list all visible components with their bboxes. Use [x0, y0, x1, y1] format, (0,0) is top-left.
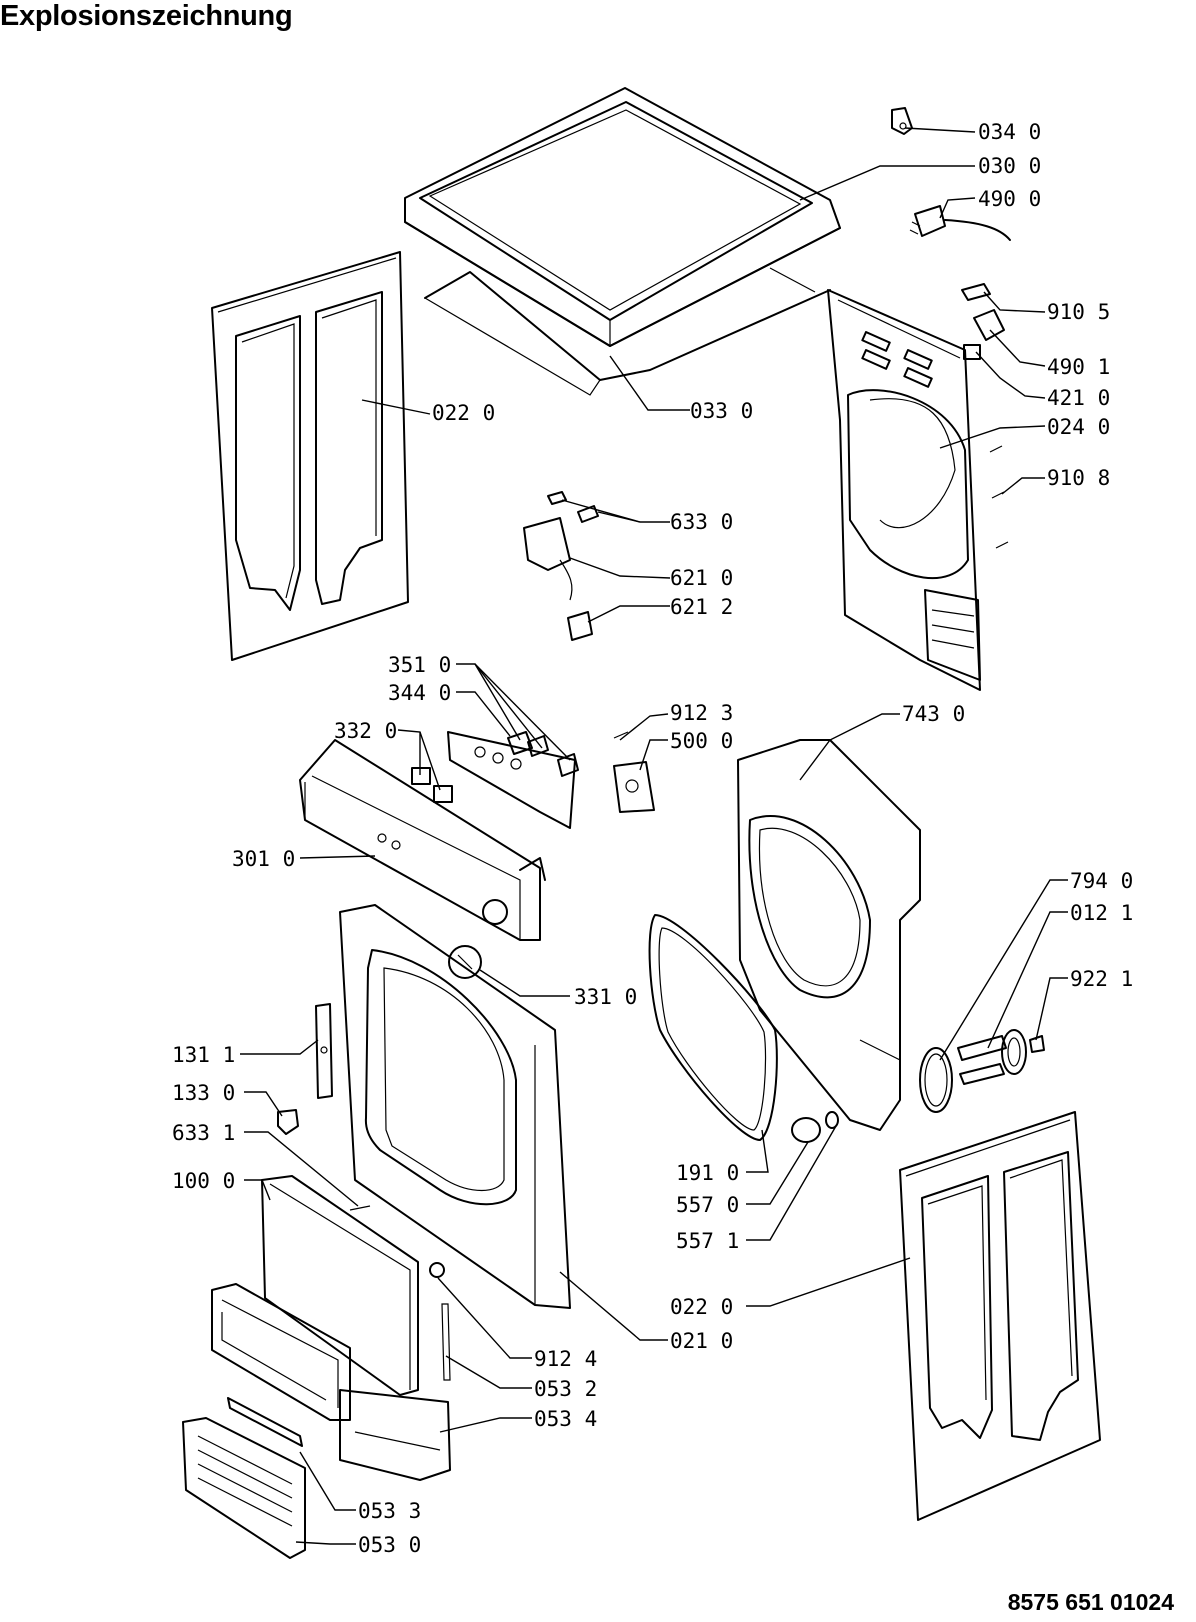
label-0210: 021 0: [670, 1329, 733, 1353]
label-4900: 490 0: [978, 187, 1041, 211]
wiring-parts: [523, 491, 599, 641]
top-cover: [404, 87, 841, 347]
label-0532: 053 2: [534, 1377, 597, 1401]
label-0530: 053 0: [358, 1533, 421, 1557]
label-0534: 053 4: [534, 1407, 597, 1431]
small-parts-top-right: [891, 107, 1011, 549]
buttons: [411, 767, 453, 803]
label-7430: 743 0: [902, 702, 965, 726]
label-1000: 100 0: [172, 1169, 235, 1193]
label-0240: 024 0: [1047, 415, 1110, 439]
label-0220-left: 022 0: [432, 401, 495, 425]
drum-housing: [737, 739, 921, 1131]
control-board: [447, 731, 579, 829]
label-0330: 033 0: [690, 399, 753, 423]
label-1311: 131 1: [172, 1043, 235, 1067]
label-3440: 344 0: [388, 681, 451, 705]
label-5571: 557 1: [676, 1229, 739, 1253]
label-3510: 351 0: [388, 653, 451, 677]
label-3010: 301 0: [232, 847, 295, 871]
door-lock-parts: [277, 1003, 371, 1211]
label-4901: 490 1: [1047, 355, 1110, 379]
label-3320: 332 0: [334, 719, 397, 743]
label-0220-right: 022 0: [670, 1295, 733, 1319]
label-6212: 621 2: [670, 595, 733, 619]
rear-panel: [827, 289, 981, 691]
label-1910: 191 0: [676, 1161, 739, 1185]
label-0533: 053 3: [358, 1499, 421, 1523]
label-6331: 633 1: [172, 1121, 235, 1145]
label-9108: 910 8: [1047, 466, 1110, 490]
label-6330: 633 0: [670, 510, 733, 534]
label-9105: 910 5: [1047, 300, 1110, 324]
label-9123: 912 3: [670, 701, 733, 725]
label-0300: 030 0: [978, 154, 1041, 178]
feet-parts: [791, 1111, 839, 1143]
label-3310: 331 0: [574, 985, 637, 1009]
right-side-panel: [899, 1111, 1101, 1521]
page-title: Explosionszeichnung: [0, 0, 293, 32]
part-labels: 034 0 030 0 490 0 910 5 490 1 421 0 024 …: [172, 120, 1133, 1557]
plinth-parts: [182, 1262, 451, 1559]
door-seal: [648, 914, 778, 1141]
bearing-parts: [919, 1029, 1045, 1113]
label-6210: 621 0: [670, 566, 733, 590]
left-side-panel: [211, 251, 409, 661]
label-0121: 012 1: [1070, 901, 1133, 925]
leader-lines: [240, 127, 1068, 1545]
label-9221: 922 1: [1070, 967, 1133, 991]
top-frame: [424, 267, 831, 396]
front-panel: [339, 904, 571, 1309]
label-5000: 500 0: [670, 729, 733, 753]
label-7940: 794 0: [1070, 869, 1133, 893]
control-panel: [299, 739, 546, 941]
label-1330: 133 0: [172, 1081, 235, 1105]
label-4210: 421 0: [1047, 386, 1110, 410]
label-5570: 557 0: [676, 1193, 739, 1217]
fasteners: [613, 731, 655, 813]
document-number: 8575 651 01024: [1007, 1589, 1174, 1615]
filter-door: [261, 1175, 419, 1396]
label-0340: 034 0: [978, 120, 1041, 144]
label-9124: 912 4: [534, 1347, 597, 1371]
